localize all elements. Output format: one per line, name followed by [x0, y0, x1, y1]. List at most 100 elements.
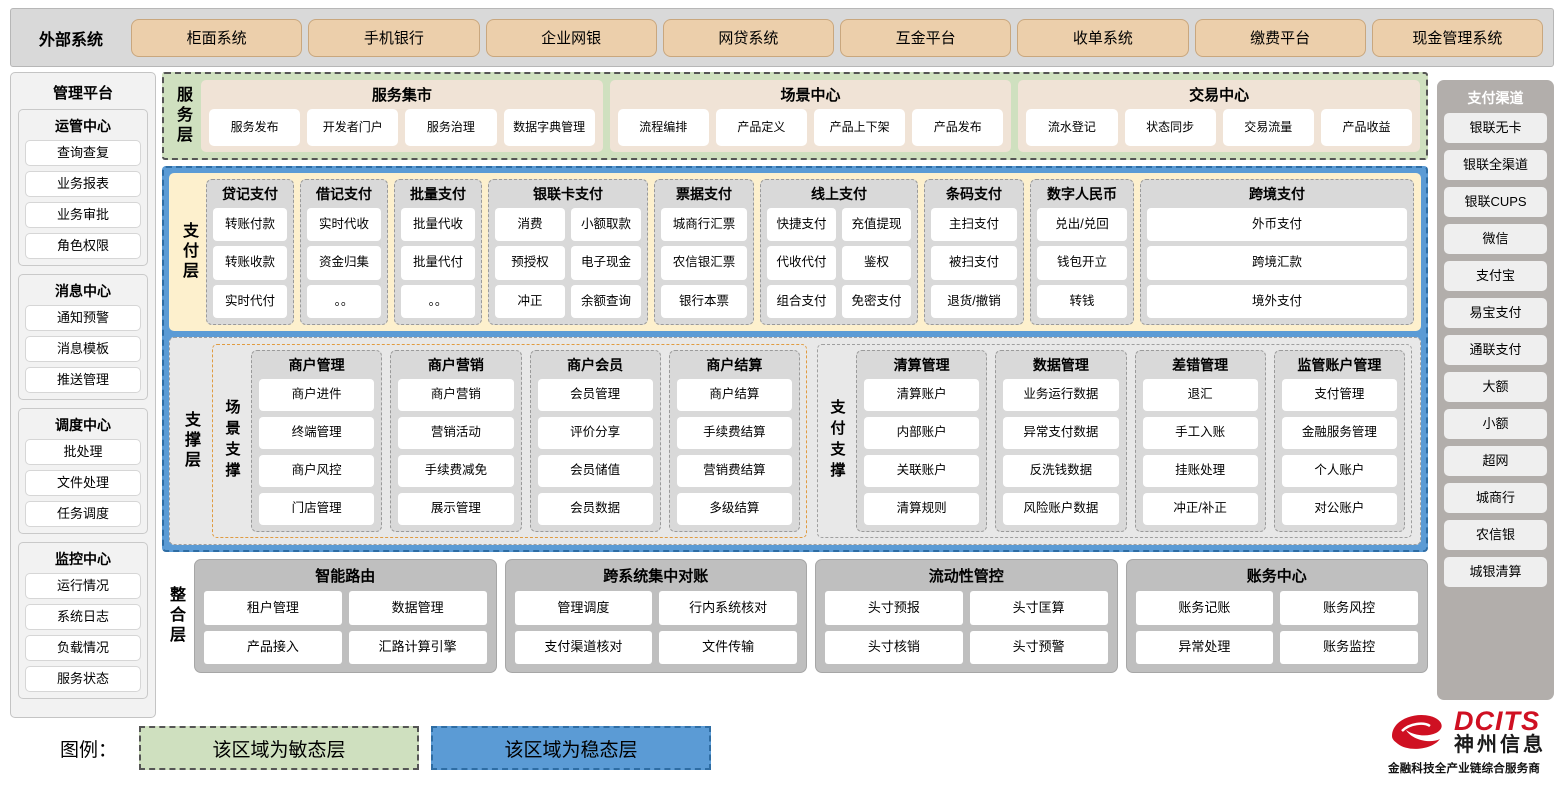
- payment-item[interactable]: 境外支付: [1147, 284, 1407, 318]
- payment-support-item[interactable]: 退汇: [1142, 379, 1258, 411]
- payment-item[interactable]: 组合支付: [767, 284, 836, 318]
- management-item[interactable]: 系统日志: [25, 604, 141, 630]
- external-system-chip[interactable]: 互金平台: [840, 18, 1012, 57]
- management-item[interactable]: 文件处理: [25, 470, 141, 496]
- management-item[interactable]: 服务状态: [25, 666, 141, 692]
- integration-item[interactable]: 头寸匡算: [969, 591, 1108, 625]
- payment-item[interactable]: 退货/撤销: [931, 284, 1017, 318]
- payment-support-item[interactable]: 反洗钱数据: [1003, 455, 1119, 487]
- integration-item[interactable]: 账务风控: [1280, 591, 1418, 625]
- payment-support-item[interactable]: 对公账户: [1281, 493, 1397, 525]
- payment-channel-item[interactable]: 大额: [1444, 372, 1547, 402]
- payment-item[interactable]: 银行本票: [661, 284, 747, 318]
- payment-item[interactable]: 跨境汇款: [1147, 246, 1407, 280]
- scene-support-item[interactable]: 商户结算: [676, 379, 792, 411]
- payment-channel-item[interactable]: 易宝支付: [1444, 298, 1547, 328]
- payment-channel-item[interactable]: 银联无卡: [1444, 113, 1547, 143]
- payment-support-item[interactable]: 清算账户: [864, 379, 980, 411]
- external-system-chip[interactable]: 缴费平台: [1194, 18, 1366, 57]
- scene-support-item[interactable]: 会员数据: [537, 493, 653, 525]
- payment-item[interactable]: 外币支付: [1147, 208, 1407, 242]
- service-item[interactable]: 服务发布: [209, 109, 301, 146]
- integration-item[interactable]: 文件传输: [659, 630, 797, 664]
- integration-item[interactable]: 支付渠道核对: [514, 630, 653, 664]
- scene-support-item[interactable]: 会员储值: [537, 455, 653, 487]
- management-item[interactable]: 推送管理: [25, 367, 141, 393]
- integration-item[interactable]: 数据管理: [348, 591, 487, 625]
- integration-item[interactable]: 汇路计算引擎: [348, 630, 487, 664]
- payment-support-item[interactable]: 风险账户数据: [1003, 493, 1119, 525]
- service-item[interactable]: 数据字典管理: [503, 109, 595, 146]
- scene-support-item[interactable]: 营销费结算: [676, 455, 792, 487]
- payment-item[interactable]: 主扫支付: [931, 208, 1017, 242]
- service-item[interactable]: 开发者门户: [307, 109, 399, 146]
- payment-item[interactable]: 免密支付: [842, 284, 911, 318]
- payment-item[interactable]: 批量代付: [401, 246, 475, 280]
- payment-item[interactable]: 被扫支付: [931, 246, 1017, 280]
- external-system-chip[interactable]: 收单系统: [1017, 18, 1189, 57]
- payment-item[interactable]: 钱包开立: [1037, 246, 1127, 280]
- payment-support-item[interactable]: 手工入账: [1142, 417, 1258, 449]
- payment-channel-item[interactable]: 小额: [1444, 409, 1547, 439]
- external-system-chip[interactable]: 网贷系统: [662, 18, 834, 57]
- payment-item[interactable]: 。。: [401, 284, 475, 318]
- payment-channel-item[interactable]: 城银清算: [1444, 557, 1547, 587]
- integration-item[interactable]: 头寸预警: [969, 630, 1108, 664]
- management-item[interactable]: 任务调度: [25, 501, 141, 527]
- external-system-chip[interactable]: 现金管理系统: [1371, 18, 1543, 57]
- payment-item[interactable]: 资金归集: [307, 246, 381, 280]
- payment-support-item[interactable]: 关联账户: [864, 455, 980, 487]
- integration-item[interactable]: 产品接入: [204, 630, 342, 664]
- payment-channel-item[interactable]: 支付宝: [1444, 261, 1547, 291]
- service-item[interactable]: 产品上下架: [814, 109, 906, 146]
- integration-item[interactable]: 头寸核销: [825, 630, 963, 664]
- management-item[interactable]: 通知预警: [25, 305, 141, 331]
- service-item[interactable]: 服务治理: [405, 109, 497, 146]
- scene-support-item[interactable]: 手续费结算: [676, 417, 792, 449]
- external-system-chip[interactable]: 手机银行: [308, 18, 480, 57]
- payment-channel-item[interactable]: 农信银: [1444, 520, 1547, 550]
- integration-item[interactable]: 行内系统核对: [659, 591, 797, 625]
- integration-item[interactable]: 管理调度: [514, 591, 653, 625]
- management-item[interactable]: 负载情况: [25, 635, 141, 661]
- payment-support-item[interactable]: 清算规则: [864, 493, 980, 525]
- scene-support-item[interactable]: 商户营销: [398, 379, 514, 411]
- payment-item[interactable]: 实时代收: [307, 208, 381, 242]
- scene-support-item[interactable]: 营销活动: [398, 417, 514, 449]
- scene-support-item[interactable]: 会员管理: [537, 379, 653, 411]
- external-system-chip[interactable]: 柜面系统: [131, 18, 303, 57]
- payment-support-item[interactable]: 内部账户: [864, 417, 980, 449]
- scene-support-item[interactable]: 手续费减免: [398, 455, 514, 487]
- payment-channel-item[interactable]: 银联全渠道: [1444, 150, 1547, 180]
- payment-item[interactable]: 农信银汇票: [661, 246, 747, 280]
- payment-support-item[interactable]: 挂账处理: [1142, 455, 1258, 487]
- payment-item[interactable]: 城商行汇票: [661, 208, 747, 242]
- payment-item[interactable]: 预授权: [495, 246, 565, 280]
- payment-support-item[interactable]: 冲正/补正: [1142, 493, 1258, 525]
- service-item[interactable]: 产品收益: [1320, 109, 1413, 146]
- integration-item[interactable]: 异常处理: [1135, 630, 1274, 664]
- payment-channel-item[interactable]: 城商行: [1444, 483, 1547, 513]
- management-item[interactable]: 角色权限: [25, 233, 141, 259]
- payment-item[interactable]: 转账付款: [213, 208, 287, 242]
- payment-support-item[interactable]: 金融服务管理: [1281, 417, 1397, 449]
- management-item[interactable]: 业务报表: [25, 171, 141, 197]
- integration-item[interactable]: 账务监控: [1280, 630, 1418, 664]
- payment-support-item[interactable]: 业务运行数据: [1003, 379, 1119, 411]
- payment-channel-item[interactable]: 微信: [1444, 224, 1547, 254]
- payment-support-item[interactable]: 异常支付数据: [1003, 417, 1119, 449]
- payment-channel-item[interactable]: 银联CUPS: [1444, 187, 1547, 217]
- payment-item[interactable]: 代收代付: [767, 246, 836, 280]
- management-item[interactable]: 业务审批: [25, 202, 141, 228]
- payment-channel-item[interactable]: 超网: [1444, 446, 1547, 476]
- payment-item[interactable]: 转账收款: [213, 246, 287, 280]
- payment-item[interactable]: 批量代收: [401, 208, 475, 242]
- payment-support-item[interactable]: 支付管理: [1281, 379, 1397, 411]
- management-item[interactable]: 消息模板: [25, 336, 141, 362]
- service-item[interactable]: 交易流量: [1222, 109, 1314, 146]
- scene-support-item[interactable]: 评价分享: [537, 417, 653, 449]
- integration-item[interactable]: 租户管理: [204, 591, 342, 625]
- service-item[interactable]: 状态同步: [1124, 109, 1216, 146]
- external-system-chip[interactable]: 企业网银: [485, 18, 657, 57]
- scene-support-item[interactable]: 展示管理: [398, 493, 514, 525]
